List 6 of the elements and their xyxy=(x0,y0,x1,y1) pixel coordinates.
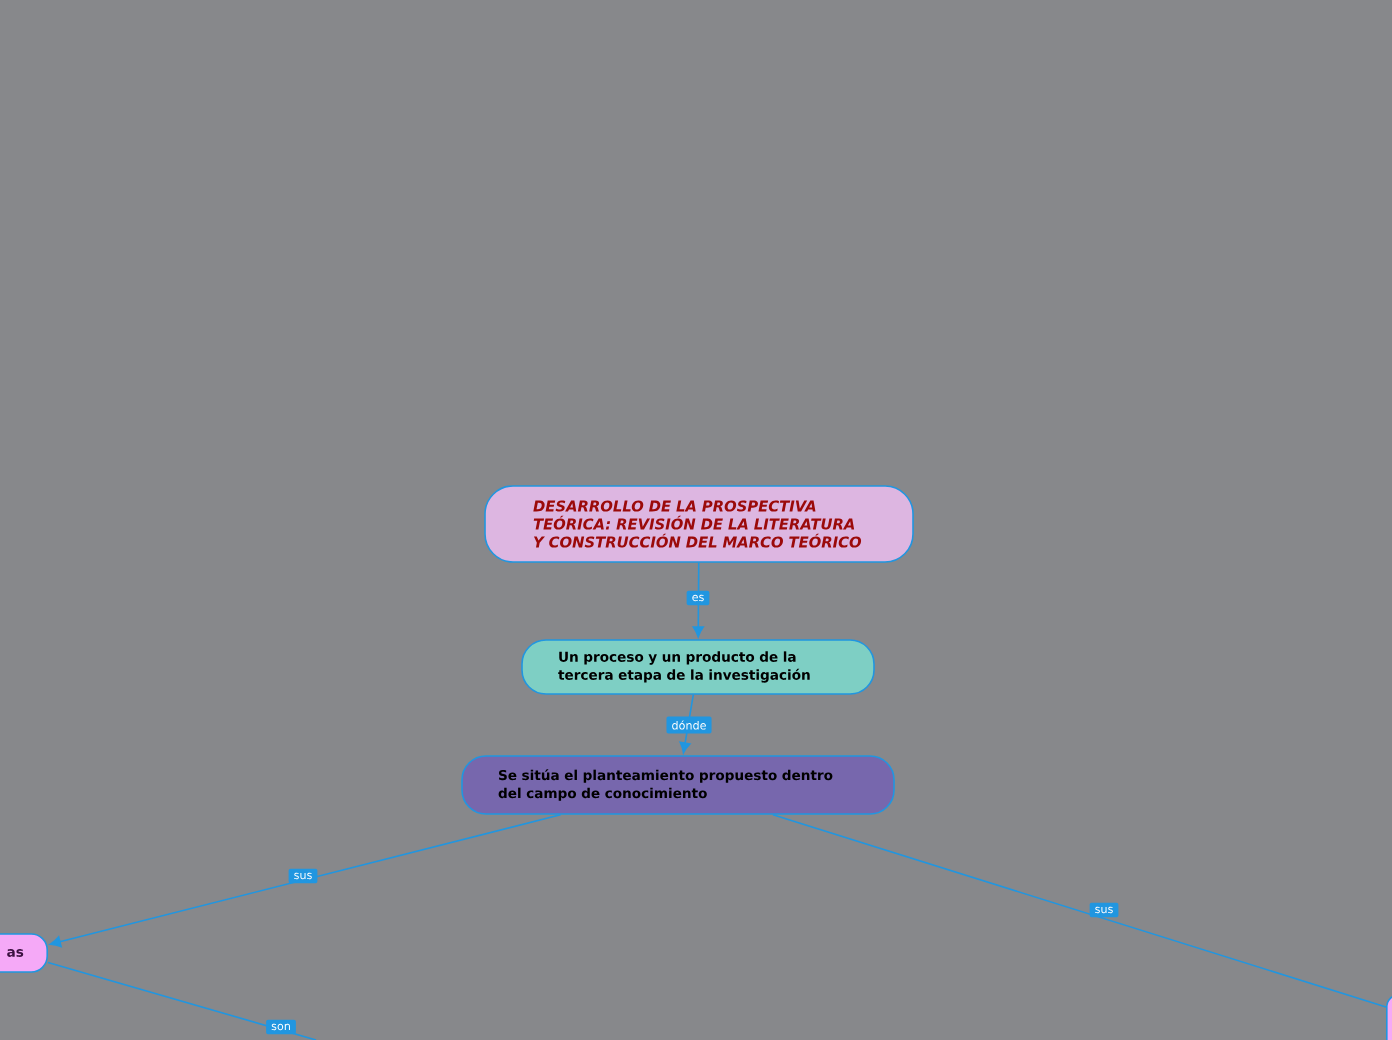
connector xyxy=(679,694,695,754)
connector xyxy=(692,562,704,638)
connector xyxy=(47,961,317,1040)
connector xyxy=(49,814,562,948)
connector xyxy=(772,814,1387,1008)
concept-box xyxy=(1386,994,1392,1040)
